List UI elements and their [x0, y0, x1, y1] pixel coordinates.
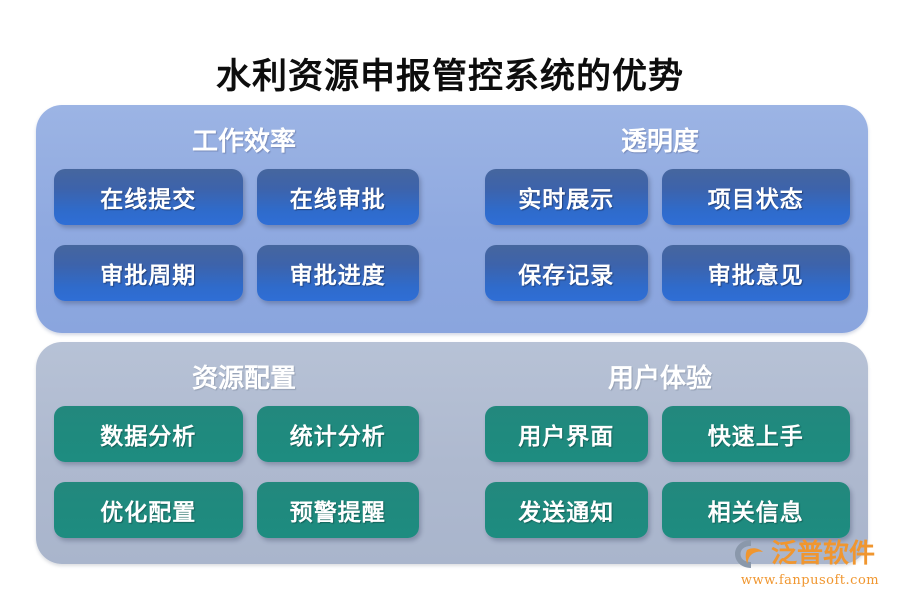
- button-online-approval[interactable]: 在线审批: [256, 169, 419, 225]
- panel-work-efficiency-transparency: 工作效率 透明度 在线提交 在线审批 实时展示 项目状态 审批周期 审批进度 保…: [36, 105, 868, 333]
- button-early-warning-reminder[interactable]: 预警提醒: [256, 482, 419, 538]
- section-heading-transparency: 透明度: [620, 127, 699, 157]
- button-statistical-analysis[interactable]: 统计分析: [256, 406, 419, 462]
- panel-upper-button-grid: 在线提交 在线审批 实时展示 项目状态 审批周期 审批进度 保存记录 审批意见: [54, 169, 850, 301]
- fanpu-swoosh-icon: [735, 540, 763, 568]
- button-approval-opinion[interactable]: 审批意见: [661, 245, 850, 301]
- button-related-information[interactable]: 相关信息: [661, 482, 850, 538]
- button-optimize-configuration[interactable]: 优化配置: [54, 482, 243, 538]
- section-heading-user-experience: 用户体验: [607, 364, 712, 394]
- panel-lower-button-grid: 数据分析 统计分析 用户界面 快速上手 优化配置 预警提醒 发送通知 相关信息: [54, 406, 850, 538]
- button-data-analysis[interactable]: 数据分析: [54, 406, 243, 462]
- button-approval-progress[interactable]: 审批进度: [256, 245, 419, 301]
- button-user-interface[interactable]: 用户界面: [485, 406, 648, 462]
- button-approval-cycle[interactable]: 审批周期: [54, 245, 243, 301]
- section-heading-resource-allocation: 资源配置: [191, 364, 296, 394]
- section-heading-work-efficiency: 工作效率: [191, 127, 296, 157]
- panel-upper-headings: 工作效率 透明度: [36, 121, 868, 158]
- logo-row: 泛普软件: [734, 536, 886, 572]
- button-online-submit[interactable]: 在线提交: [54, 169, 243, 225]
- logo-website-url: www.fanpusoft.com: [740, 573, 880, 588]
- fanpu-logo: 泛普软件 www.fanpusoft.com: [734, 536, 886, 592]
- panel-resource-user-experience: 资源配置 用户体验 数据分析 统计分析 用户界面 快速上手 优化配置 预警提醒 …: [36, 342, 868, 564]
- logo-company-name: 泛普软件: [771, 539, 876, 569]
- button-save-records[interactable]: 保存记录: [485, 245, 648, 301]
- page-title: 水利资源申报管控系统的优势: [215, 56, 684, 97]
- panel-lower-headings: 资源配置 用户体验: [36, 358, 868, 395]
- button-quick-start[interactable]: 快速上手: [661, 406, 850, 462]
- button-project-status[interactable]: 项目状态: [661, 169, 850, 225]
- button-send-notification[interactable]: 发送通知: [485, 482, 648, 538]
- button-realtime-display[interactable]: 实时展示: [485, 169, 648, 225]
